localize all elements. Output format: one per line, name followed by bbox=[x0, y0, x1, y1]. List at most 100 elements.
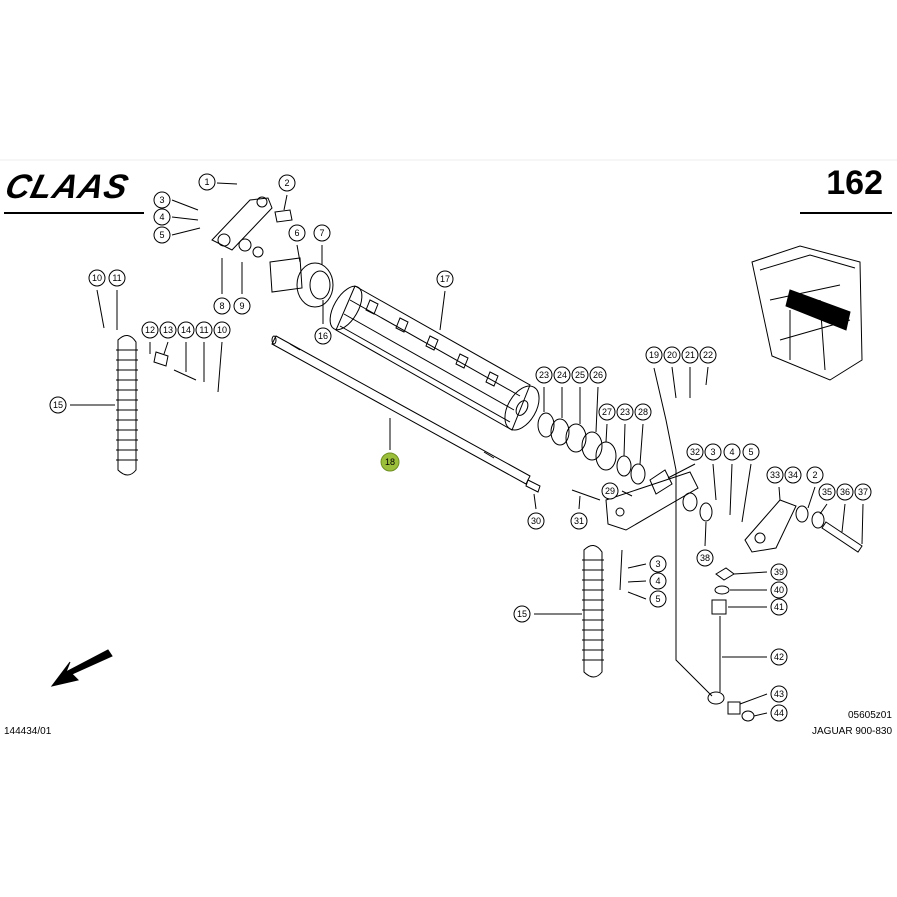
callout-11[interactable]: 11 bbox=[108, 269, 126, 287]
svg-text:41: 41 bbox=[774, 602, 784, 612]
svg-text:17: 17 bbox=[440, 274, 450, 284]
svg-text:39: 39 bbox=[774, 567, 784, 577]
callout-5[interactable]: 5 bbox=[742, 443, 760, 461]
callout-3[interactable]: 3 bbox=[649, 555, 667, 573]
callout-29[interactable]: 29 bbox=[601, 482, 619, 500]
figure-code: 05605z01 bbox=[848, 710, 892, 721]
callout-4[interactable]: 4 bbox=[153, 208, 171, 226]
callout-31[interactable]: 31 bbox=[570, 512, 588, 530]
svg-text:32: 32 bbox=[690, 447, 700, 457]
callout-39[interactable]: 39 bbox=[770, 563, 788, 581]
svg-text:3: 3 bbox=[655, 559, 660, 569]
svg-text:11: 11 bbox=[112, 273, 121, 283]
svg-text:2: 2 bbox=[284, 178, 289, 188]
drawing-code: 144434/01 bbox=[4, 726, 52, 737]
callout-27[interactable]: 27 bbox=[598, 403, 616, 421]
svg-text:42: 42 bbox=[774, 652, 784, 662]
callout-18[interactable]: 18 bbox=[380, 452, 400, 472]
callout-22[interactable]: 22 bbox=[699, 346, 717, 364]
svg-text:43: 43 bbox=[774, 689, 784, 699]
machine-thumbnail bbox=[751, 245, 863, 381]
svg-text:22: 22 bbox=[703, 350, 713, 360]
callout-40[interactable]: 40 bbox=[770, 581, 788, 599]
callout-24[interactable]: 24 bbox=[553, 366, 571, 384]
callout-35[interactable]: 35 bbox=[818, 483, 836, 501]
header-rule-right bbox=[800, 212, 892, 214]
callout-33[interactable]: 33 bbox=[766, 466, 784, 484]
callout-43[interactable]: 43 bbox=[770, 685, 788, 703]
callout-23[interactable]: 23 bbox=[616, 403, 634, 421]
callout-21[interactable]: 21 bbox=[681, 346, 699, 364]
callout-19[interactable]: 19 bbox=[645, 346, 663, 364]
svg-text:21: 21 bbox=[685, 350, 695, 360]
svg-text:27: 27 bbox=[602, 407, 612, 417]
callout-34[interactable]: 34 bbox=[784, 466, 802, 484]
svg-text:38: 38 bbox=[700, 553, 710, 563]
svg-text:23: 23 bbox=[539, 370, 549, 380]
callout-17[interactable]: 17 bbox=[436, 270, 454, 288]
callout-5[interactable]: 5 bbox=[153, 226, 171, 244]
callout-9[interactable]: 9 bbox=[233, 297, 251, 315]
callout-26[interactable]: 26 bbox=[589, 366, 607, 384]
callout-4[interactable]: 4 bbox=[649, 572, 667, 590]
callout-3[interactable]: 3 bbox=[153, 191, 171, 209]
callout-8[interactable]: 8 bbox=[213, 297, 231, 315]
callout-36[interactable]: 36 bbox=[836, 483, 854, 501]
svg-text:18: 18 bbox=[385, 457, 395, 467]
shaft bbox=[271, 335, 531, 485]
callout-2[interactable]: 2 bbox=[806, 466, 824, 484]
svg-text:5: 5 bbox=[159, 230, 164, 240]
callout-1[interactable]: 1 bbox=[198, 173, 216, 191]
callout-2[interactable]: 2 bbox=[278, 174, 296, 192]
svg-text:4: 4 bbox=[159, 212, 164, 222]
svg-text:33: 33 bbox=[770, 470, 780, 480]
svg-text:26: 26 bbox=[593, 370, 603, 380]
callout-41[interactable]: 41 bbox=[770, 598, 788, 616]
callout-32[interactable]: 32 bbox=[686, 443, 704, 461]
drum-roller bbox=[329, 285, 540, 431]
svg-text:13: 13 bbox=[163, 325, 173, 335]
callout-20[interactable]: 20 bbox=[663, 346, 681, 364]
svg-text:10: 10 bbox=[217, 325, 227, 335]
svg-text:7: 7 bbox=[319, 228, 324, 238]
model-label: JAGUAR 900-830 bbox=[812, 726, 893, 737]
callout-14[interactable]: 14 bbox=[177, 321, 195, 339]
callout-28[interactable]: 28 bbox=[634, 403, 652, 421]
callout-44[interactable]: 44 bbox=[770, 704, 788, 722]
direction-arrow bbox=[50, 649, 113, 687]
header-rule-left bbox=[4, 212, 144, 214]
svg-text:5: 5 bbox=[748, 447, 753, 457]
callout-12[interactable]: 12 bbox=[141, 321, 159, 339]
svg-text:34: 34 bbox=[788, 470, 798, 480]
callout-10[interactable]: 10 bbox=[88, 269, 106, 287]
callout-30[interactable]: 30 bbox=[527, 512, 545, 530]
spring-right bbox=[582, 545, 604, 678]
svg-text:31: 31 bbox=[574, 516, 584, 526]
callout-37[interactable]: 37 bbox=[854, 483, 872, 501]
callout-6[interactable]: 6 bbox=[288, 224, 306, 242]
callout-15[interactable]: 15 bbox=[49, 396, 67, 414]
svg-text:44: 44 bbox=[774, 708, 784, 718]
callout-16[interactable]: 16 bbox=[314, 327, 332, 345]
callout-10[interactable]: 10 bbox=[213, 321, 231, 339]
callout-3[interactable]: 3 bbox=[704, 443, 722, 461]
spring-left bbox=[116, 335, 138, 476]
callout-7[interactable]: 7 bbox=[313, 224, 331, 242]
svg-text:10: 10 bbox=[92, 273, 102, 283]
callout-25[interactable]: 25 bbox=[571, 366, 589, 384]
svg-text:36: 36 bbox=[840, 487, 850, 497]
callout-38[interactable]: 38 bbox=[696, 549, 714, 567]
callout-11[interactable]: 11 bbox=[195, 321, 213, 339]
callout-13[interactable]: 13 bbox=[159, 321, 177, 339]
svg-text:16: 16 bbox=[318, 331, 328, 341]
callout-4[interactable]: 4 bbox=[723, 443, 741, 461]
callout-42[interactable]: 42 bbox=[770, 648, 788, 666]
svg-text:29: 29 bbox=[605, 486, 615, 496]
svg-text:4: 4 bbox=[655, 576, 660, 586]
svg-text:4: 4 bbox=[729, 447, 734, 457]
svg-text:3: 3 bbox=[710, 447, 715, 457]
callout-23[interactable]: 23 bbox=[535, 366, 553, 384]
callout-5[interactable]: 5 bbox=[649, 590, 667, 608]
callout-15[interactable]: 15 bbox=[513, 605, 531, 623]
